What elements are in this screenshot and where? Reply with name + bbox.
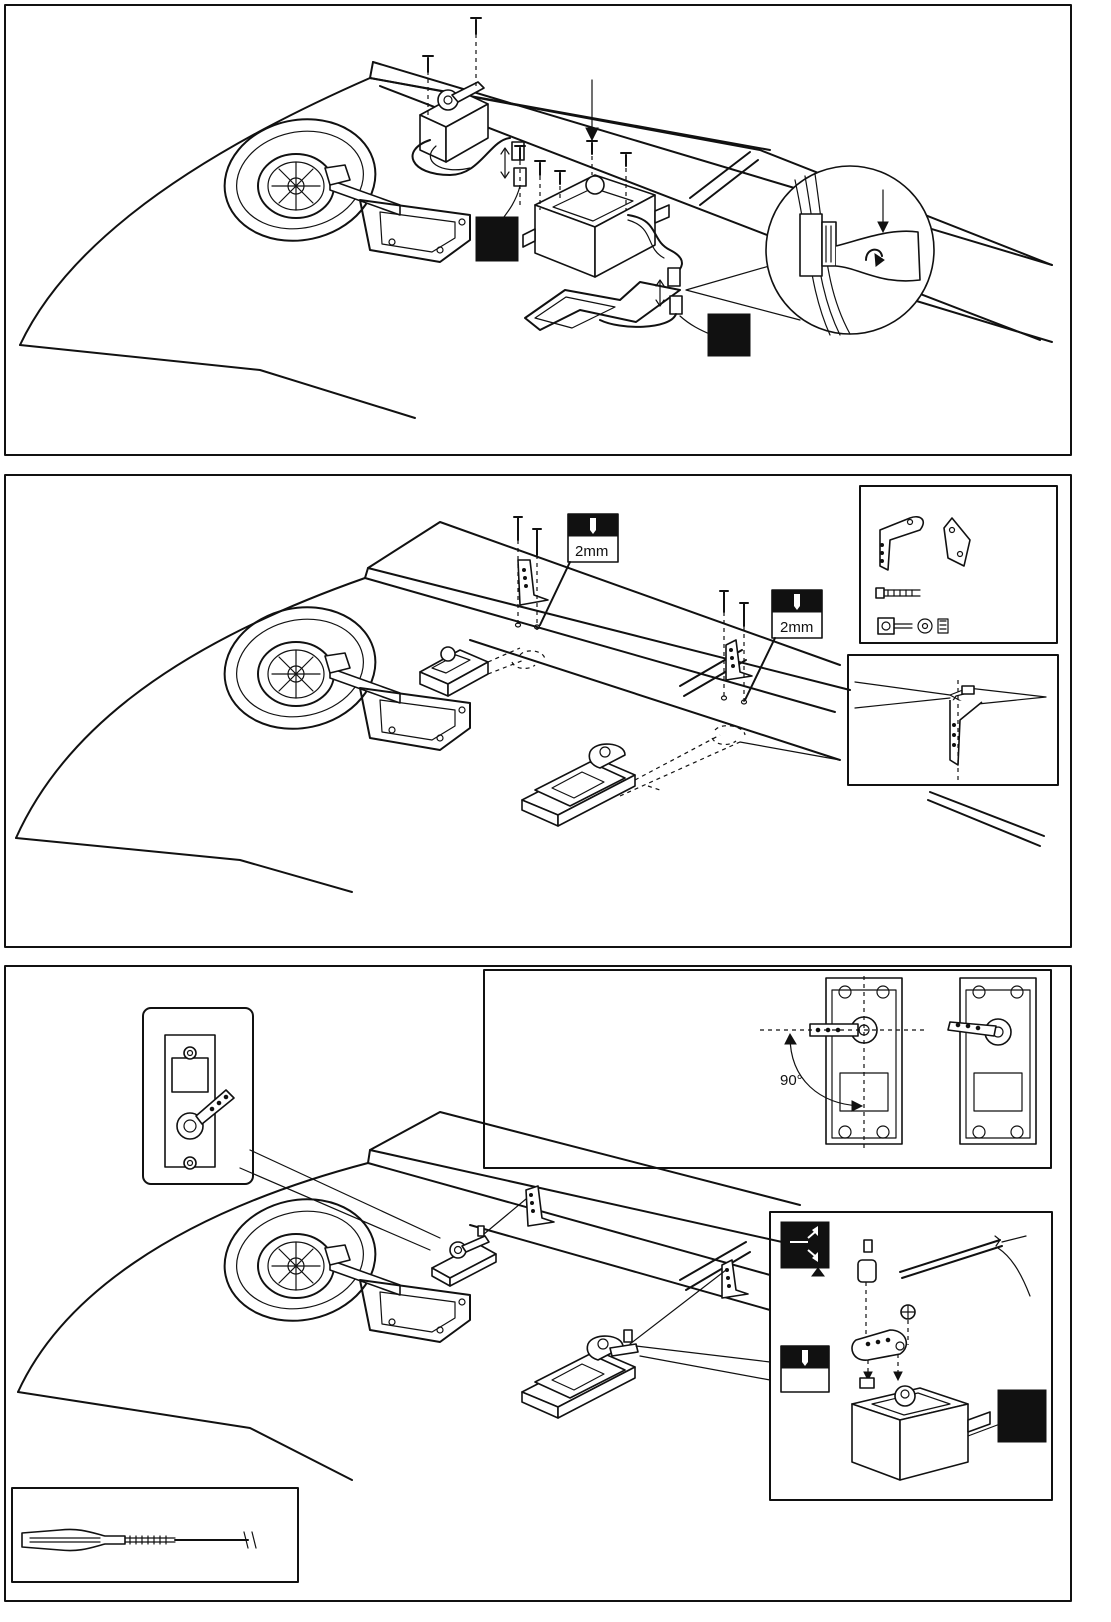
servo-tray-1	[525, 282, 680, 330]
servo-top-view-inset	[143, 1008, 253, 1184]
landing-gear-well-3	[213, 1186, 470, 1342]
leader-lines-clevis-inset	[636, 1346, 770, 1380]
drill-badge-1: 2mm	[540, 514, 618, 625]
angle-label: 90°	[780, 1072, 803, 1089]
horn-profile-inset	[848, 655, 1058, 785]
connector-pair-1	[501, 142, 526, 186]
step-badge-1b	[708, 314, 750, 356]
connector-detail-circle	[686, 166, 934, 335]
step-badge-1a	[476, 217, 518, 261]
drill-size-label-2: 2mm	[780, 619, 813, 636]
flap-servo-large-2	[522, 744, 635, 826]
control-horn-3	[526, 1186, 554, 1226]
servo-centering-inset: 90°	[484, 970, 1051, 1168]
aileron-servo-small-2	[420, 647, 488, 696]
parts-inset	[860, 486, 1057, 643]
control-horn-1	[512, 517, 548, 668]
aileron-servo-small-3	[432, 1194, 532, 1286]
flap-servo-large-3	[522, 1270, 726, 1418]
wing-edge-fragment	[928, 792, 1044, 846]
drill-size-label-1: 2mm	[575, 543, 608, 560]
leader-lines-servo-inset	[240, 1150, 440, 1250]
clevis-detail-inset	[770, 1212, 1052, 1500]
clevis-rod-inset	[12, 1488, 298, 1582]
